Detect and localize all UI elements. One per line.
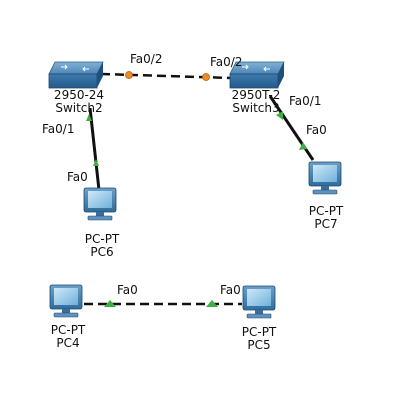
switch3-model: 2950T-2	[231, 88, 281, 102]
port-label-pc6-fa0: Fa0	[67, 170, 88, 184]
switch2-model: 2950-24	[53, 88, 105, 102]
link-status-orange-sw2	[125, 71, 133, 79]
link-status-orange-sw3	[202, 73, 210, 81]
links	[84, 72, 315, 306]
pc7-device[interactable]	[308, 161, 342, 195]
pc4-label: PC-PT PC4	[51, 324, 86, 350]
pc7-type: PC-PT	[308, 204, 344, 218]
pc6-device[interactable]	[83, 187, 117, 221]
pc5-type: PC-PT	[241, 325, 277, 339]
link-switch3-pc7[interactable]	[268, 95, 315, 161]
switch3-device[interactable]	[229, 61, 285, 89]
port-label-pc7-fa0: Fa0	[306, 123, 327, 137]
pc5-label: PC-PT PC5	[242, 326, 277, 352]
link-status-green-pc5	[206, 300, 218, 307]
switch2-label: 2950-24 Switch2	[54, 89, 104, 115]
switch3-label: 2950T-2 Switch3	[232, 89, 281, 115]
pc7-name: PC7	[314, 217, 338, 231]
pc4-device[interactable]	[49, 284, 83, 318]
port-label-sw3-fa02: Fa0/2	[210, 55, 243, 69]
link-switch2-pc6[interactable]	[88, 107, 101, 191]
link-indicators	[86, 71, 307, 307]
link-status-green-pc7	[299, 142, 307, 150]
switch3-name: Switch3	[232, 101, 280, 115]
link-switch2-switch3[interactable]	[100, 72, 233, 80]
port-label-sw2-fa02: Fa0/2	[130, 52, 163, 66]
switch-icon	[48, 61, 104, 75]
pc4-name: PC4	[56, 336, 80, 350]
port-label-pc4-fa0: Fa0	[117, 283, 138, 297]
pc7-label: PC-PT PC7	[309, 205, 344, 231]
pc5-name: PC5	[247, 338, 271, 352]
switch2-name: Switch2	[55, 101, 103, 115]
link-status-green-pc4	[104, 300, 116, 307]
link-status-green-sw3	[276, 111, 283, 120]
port-label-sw3-fa01: Fa0/1	[289, 94, 322, 108]
link-status-green-sw2	[86, 114, 92, 121]
switch2-device[interactable]	[48, 61, 104, 89]
port-label-pc5-fa0: Fa0	[220, 283, 241, 297]
link-status-green-pc6	[93, 159, 99, 166]
port-label-sw2-fa01: Fa0/1	[42, 122, 75, 136]
pc6-type: PC-PT	[84, 232, 120, 246]
pc5-device[interactable]	[242, 285, 276, 319]
pc6-label: PC-PT PC6	[85, 233, 120, 259]
pc6-name: PC6	[90, 245, 114, 259]
pc4-type: PC-PT	[50, 323, 86, 337]
